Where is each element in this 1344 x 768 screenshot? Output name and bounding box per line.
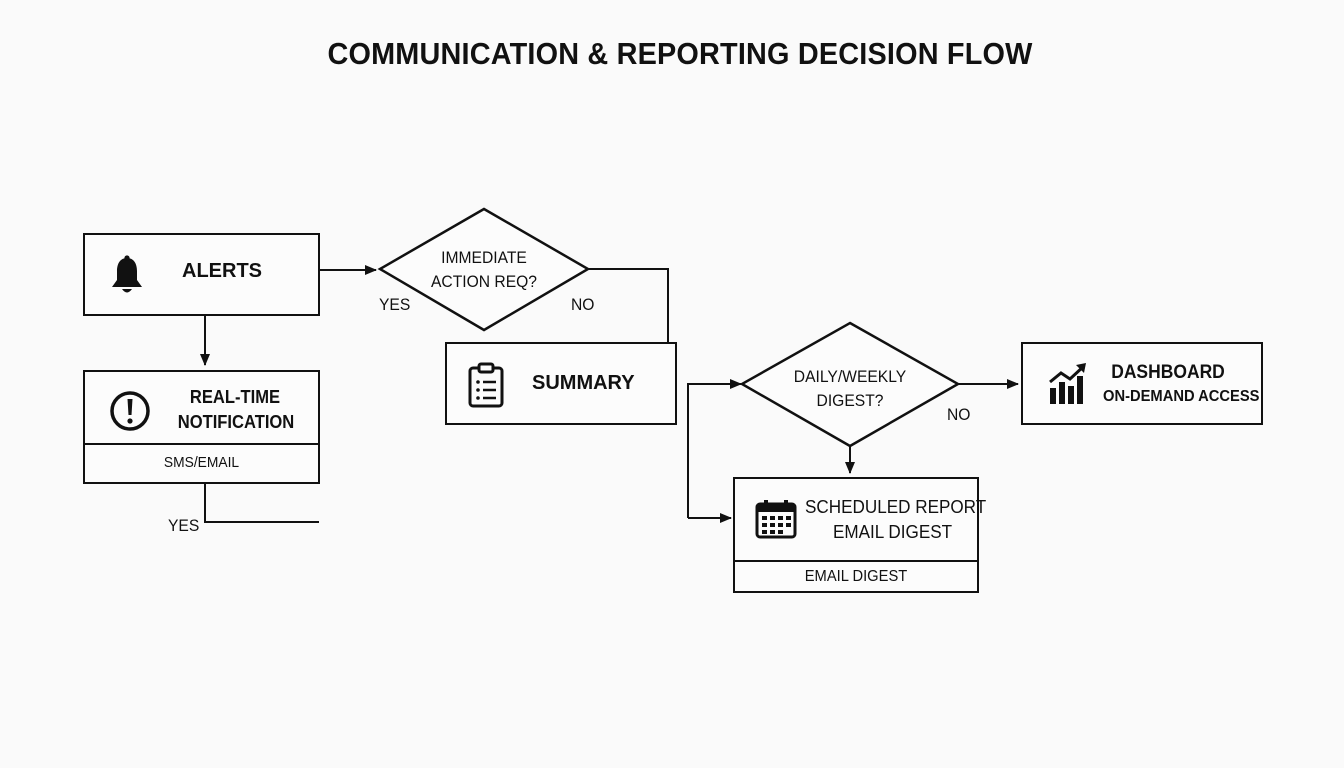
- digest-diamond: [739, 321, 961, 448]
- immediate-decision-line1: IMMEDIATE: [441, 248, 527, 267]
- digest-no-label: NO: [947, 405, 971, 424]
- bar-chart-trend-icon: [1049, 363, 1086, 404]
- immediate-yes-label: YES: [379, 295, 411, 314]
- summary-node: SUMMARY: [445, 342, 677, 425]
- diagram-title: COMMUNICATION & REPORTING DECISION FLOW: [327, 36, 1033, 71]
- edge-realtime-yes: [204, 484, 319, 523]
- realtime-line2: NOTIFICATION: [177, 412, 295, 432]
- realtime-footer: SMS/EMAIL: [163, 454, 240, 471]
- scheduled-report-node: SCHEDULED REPORT EMAIL DIGEST EMAIL DIGE…: [733, 477, 986, 593]
- edge-decision-no-to-summary: [588, 268, 669, 342]
- immediate-decision-line2: ACTION REQ?: [430, 272, 538, 291]
- scheduled-footer: EMAIL DIGEST: [804, 568, 908, 585]
- realtime-divider: [85, 443, 318, 445]
- dashboard-line1: DASHBOARD: [1111, 362, 1225, 383]
- alerts-node: ALERTS: [83, 233, 320, 316]
- dashboard-node: DASHBOARD ON-DEMAND ACCESS: [1021, 342, 1263, 425]
- realtime-notification-node: REAL-TIME NOTIFICATION SMS/EMAIL: [83, 370, 320, 484]
- scheduled-line1: SCHEDULED REPORT: [805, 497, 987, 517]
- scheduled-line2: EMAIL DIGEST: [833, 522, 953, 542]
- dashboard-line2: ON-DEMAND ACCESS: [1103, 388, 1260, 405]
- digest-decision-line1: DAILY/WEEKLY: [793, 367, 907, 386]
- immediate-no-label: NO: [571, 295, 595, 314]
- alerts-label: ALERTS: [182, 260, 262, 282]
- realtime-line1: REAL-TIME: [189, 387, 281, 407]
- digest-decision-line2: DIGEST?: [816, 391, 884, 410]
- summary-label: SUMMARY: [532, 372, 635, 394]
- clipboard-list-icon: [468, 362, 504, 408]
- bell-icon: [112, 255, 142, 293]
- scheduled-divider: [735, 560, 977, 562]
- immediate-action-diamond: [377, 207, 591, 332]
- edge-summary-to-digest: [687, 379, 742, 518]
- exclamation-circle-icon: [110, 391, 150, 431]
- realtime-yes-label: YES: [168, 516, 200, 535]
- calendar-icon: [755, 500, 797, 539]
